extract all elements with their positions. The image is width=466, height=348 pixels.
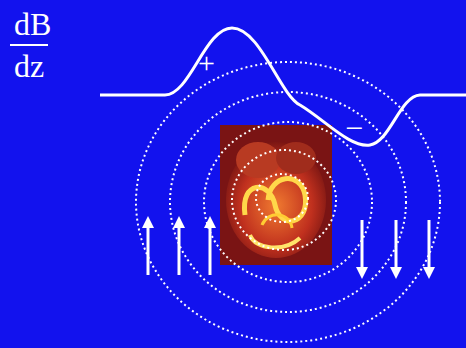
- numerator-label: dB: [12, 8, 53, 40]
- heart-image: [220, 125, 332, 265]
- flux-arrows: [148, 220, 429, 275]
- field-lines: [136, 62, 440, 342]
- denominator-label: dz: [12, 50, 46, 82]
- negative-sign: −: [343, 112, 365, 144]
- fraction-bar: [10, 44, 48, 46]
- gradient-waveform: [100, 28, 466, 145]
- positive-sign: +: [196, 48, 217, 78]
